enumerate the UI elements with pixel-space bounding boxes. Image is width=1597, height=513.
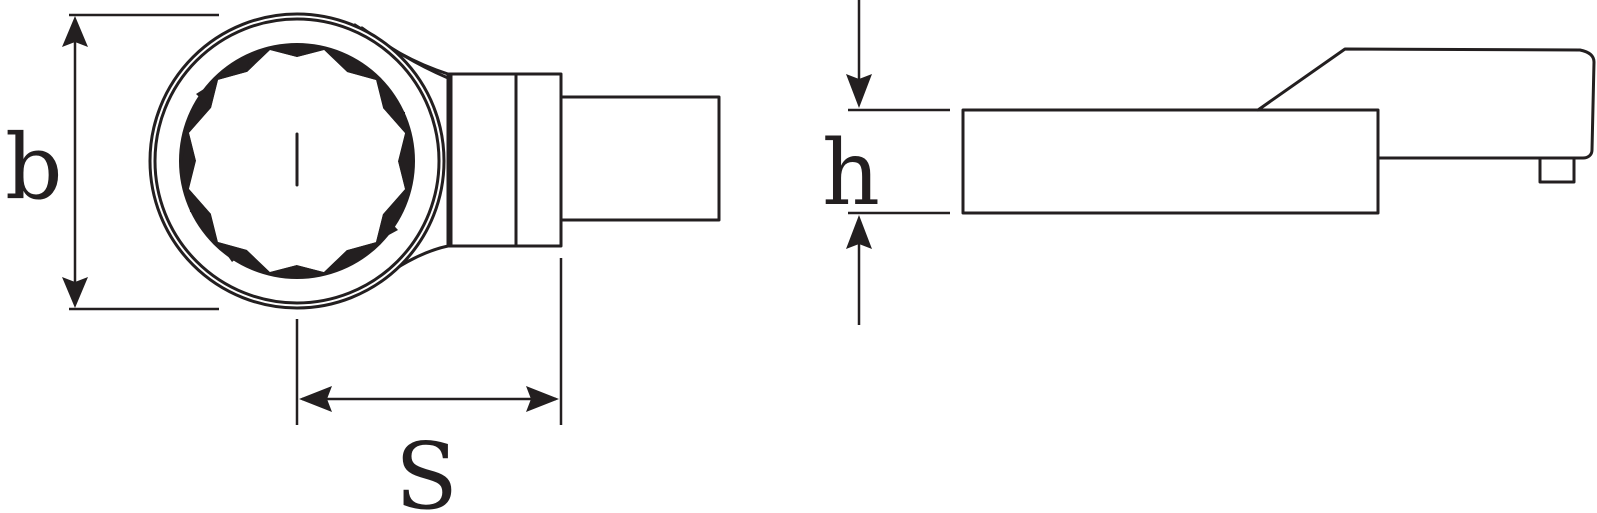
side-head-block [961,108,1380,215]
dimension-s-arrow-right [526,386,559,412]
front-view: b S [5,12,721,513]
dimension-h-label: h [822,121,880,226]
dimension-s-arrow-left [299,386,332,412]
dimension-h-arrow-bottom [846,215,872,249]
ring-inner-circle [153,17,441,305]
side-locking-pin [1538,156,1576,184]
side-view: h [822,0,1596,325]
dimension-b-arrow-bottom [62,277,88,308]
square-tang [559,95,721,222]
dimension-b-arrow-top [62,16,88,47]
dimension-h: h [822,0,950,325]
dimension-h-arrow-top [846,74,872,108]
side-shank-slope [1256,47,1596,160]
dimension-b-label: b [5,115,63,220]
shank-body [446,72,563,248]
dimension-b: b [5,13,219,311]
dimension-s-label: S [395,423,458,513]
dimension-s: S [295,258,563,513]
